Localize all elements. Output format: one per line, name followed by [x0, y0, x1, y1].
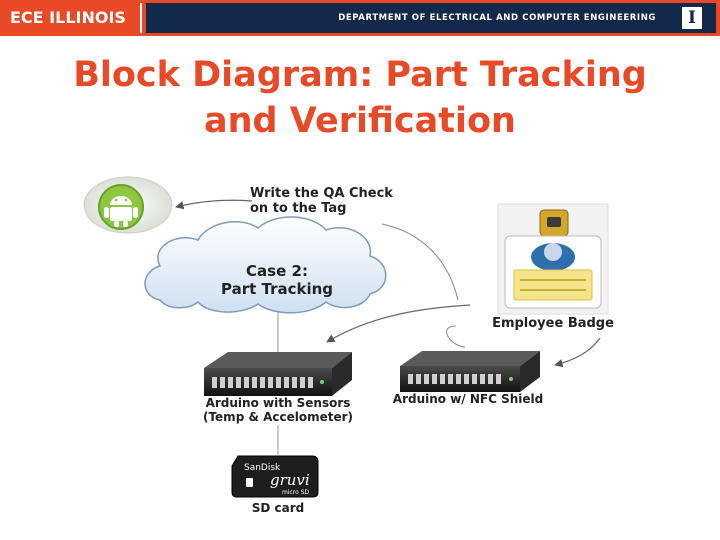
- title-line-2: and Verification: [204, 101, 516, 141]
- server-right-icon: [400, 351, 540, 392]
- cloud-label-line-1: Case 2:: [246, 262, 308, 280]
- employee-badge-label: Employee Badge: [492, 316, 614, 331]
- sd-card-brand: SanDisk: [244, 463, 281, 473]
- arrow-cloud-to-badge: [381, 223, 459, 301]
- cloud-shape: [144, 216, 387, 314]
- arrow-right-server-to-left-server: [446, 325, 466, 348]
- department-band: DEPARTMENT OF ELECTRICAL AND COMPUTER EN…: [146, 3, 716, 33]
- server-right-label: Arduino w/ NFC Shield: [393, 392, 543, 406]
- qa-check-label-line-2: on to the Tag: [250, 201, 346, 216]
- sd-card-label: SD card: [252, 501, 305, 515]
- header-bar: ECE ILLINOIS DEPARTMENT OF ELECTRICAL AN…: [0, 0, 720, 36]
- ece-illinois-logo: ECE ILLINOIS: [4, 3, 142, 33]
- department-name: DEPARTMENT OF ELECTRICAL AND COMPUTER EN…: [338, 13, 656, 23]
- cloud-label-line-2: Part Tracking: [221, 280, 333, 298]
- android-icon: [83, 176, 173, 234]
- title-line-1: Block Diagram: Part Tracking: [73, 55, 647, 95]
- arrow-tag-to-android: [175, 199, 253, 210]
- employee-badge-icon: [497, 203, 609, 315]
- sd-card-model: gruvi: [270, 471, 310, 489]
- server-left-label-line-2: (Temp & Accelometer): [203, 410, 353, 424]
- arrow-badge-to-left-server: [326, 304, 471, 343]
- server-left-label-line-1: Arduino with Sensors: [206, 396, 351, 410]
- arrow-badge-to-right-server: [554, 337, 601, 368]
- illinois-block-i-icon: I: [682, 7, 702, 29]
- server-left-icon: [204, 352, 352, 396]
- sd-card-capacity: micro SD: [282, 489, 310, 496]
- sd-card-icon: SanDisk gruvi micro SD: [231, 455, 319, 498]
- page-title: Block Diagram: Part Tracking and Verific…: [0, 52, 720, 144]
- qa-check-label-line-1: Write the QA Check: [250, 186, 393, 201]
